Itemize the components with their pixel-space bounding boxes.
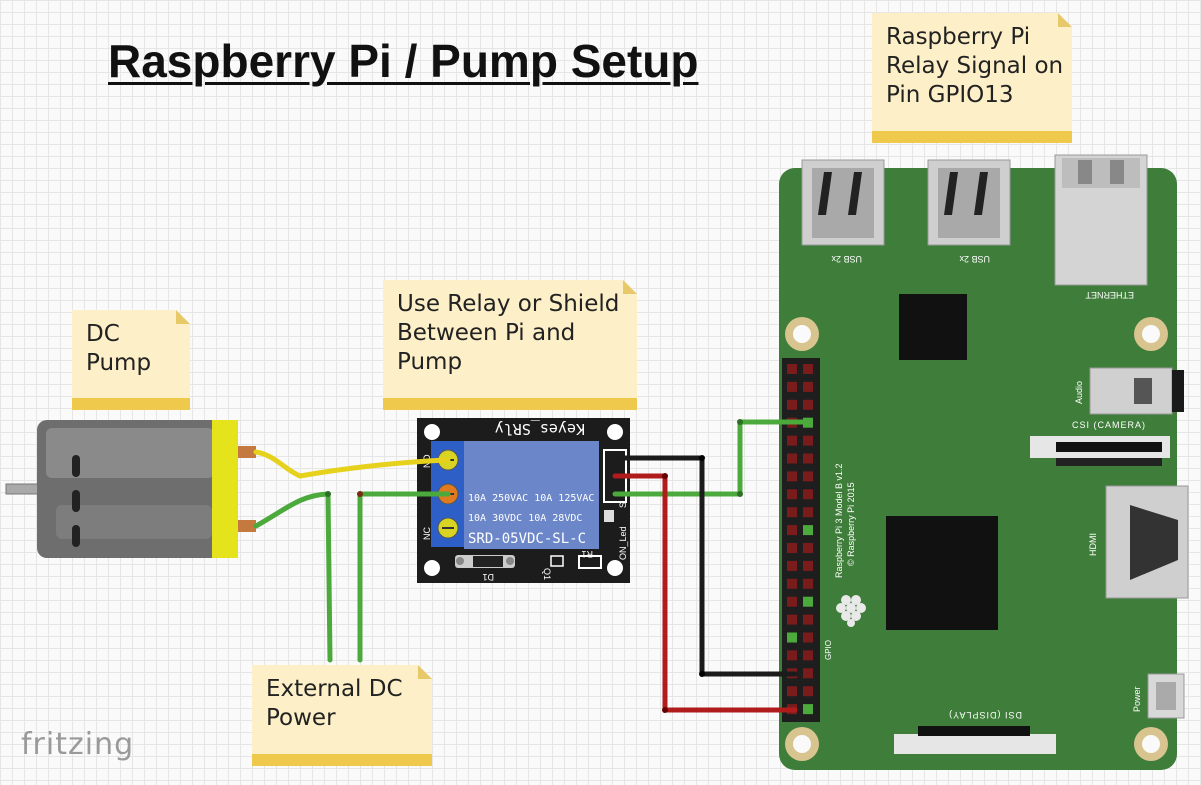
dc-pump-motor: [5, 420, 256, 558]
gpio-pin: [787, 489, 797, 500]
relay-r1-label: R1: [581, 549, 593, 559]
raspberry-pi-board: USB 2x USB 2x ETHERNET Audio: [779, 154, 1189, 770]
gpio-pin: [787, 364, 797, 374]
gpio-pin: [787, 596, 797, 607]
gpio-pin: [803, 686, 813, 697]
gpio-pin: [787, 399, 797, 410]
wire-gnd: [612, 455, 798, 677]
relay-q1-label: Q1: [542, 568, 552, 580]
wire-vcc: [612, 473, 798, 713]
gpio-pin: [803, 399, 813, 410]
hdmi-port: HDMI: [1088, 485, 1189, 599]
relay-model-label: SRD-05VDC-SL-C: [468, 531, 586, 547]
gpio-pin: [803, 650, 813, 661]
gpio-pin: [803, 578, 813, 589]
gpio-pin: [787, 381, 797, 392]
relay-led-label: ON_Led: [618, 526, 628, 560]
pi-small-chip: [899, 294, 967, 360]
hdmi-label: HDMI: [1088, 533, 1098, 556]
usb-port-2: USB 2x: [927, 159, 1011, 264]
gpio-label: GPIO: [824, 640, 833, 660]
gpio-pin: [803, 364, 813, 374]
ethernet-port: ETHERNET: [1054, 154, 1148, 300]
gpio-pin: [803, 704, 813, 715]
csi-camera-connector: CSI (CAMERA): [1030, 420, 1170, 466]
relay-d1-label: D1: [482, 572, 494, 582]
gpio-pin: [787, 560, 797, 571]
dsi-label: DSI (DISPLAY): [948, 710, 1022, 720]
gpio-pin: [787, 543, 797, 553]
ethernet-label: ETHERNET: [1085, 290, 1134, 300]
gpio-pin: [787, 525, 797, 536]
relay-s-label: S: [618, 502, 628, 508]
gpio-pin: [787, 686, 797, 697]
gpio-pin: [787, 578, 797, 589]
pi-model-label: Raspberry Pi 3 Model B v1.2: [834, 463, 844, 578]
wire-joints: [325, 419, 743, 713]
gpio-header: [782, 358, 820, 722]
gpio-pin: [787, 453, 797, 464]
gpio-pin: [803, 435, 813, 446]
gpio-pin: [803, 596, 813, 607]
gpio-pin: [803, 668, 813, 679]
gpio-pin: [803, 471, 813, 482]
note-relay-text: Use Relay or Shield Between Pi and Pump: [397, 291, 620, 375]
gpio-pin: [787, 614, 797, 625]
wire-motor-to-power: [253, 491, 333, 663]
gpio-pin: [787, 650, 797, 661]
gpio-pin: [803, 489, 813, 500]
note-pi-signal-text: Raspberry Pi Relay Signal on Pin GPIO13: [886, 24, 1064, 108]
diagram-title: Raspberry Pi / Pump Setup: [108, 35, 699, 87]
gpio-pin: [803, 543, 813, 553]
note-relay: Use Relay or Shield Between Pi and Pump: [383, 280, 637, 410]
gpio-pin: [803, 560, 813, 571]
gpio-pin: [787, 435, 797, 446]
relay-nc-label: NC: [422, 527, 432, 540]
relay-rating-1: 10A 250VAC 10A 125VAC: [468, 493, 594, 504]
note-pump-text: DC Pump: [86, 321, 152, 376]
gpio-pin: [803, 614, 813, 625]
relay-rating-2: 10A 30VDC 10A 28VDC: [468, 513, 582, 524]
relay-board: Keyes_SRly 10A 250VAC 10A 125VAC 10A 30V…: [417, 418, 630, 583]
usb-label-2: USB 2x: [959, 254, 990, 264]
power-port: Power: [1132, 673, 1185, 719]
gpio-pin: [787, 632, 797, 643]
power-label: Power: [1132, 686, 1142, 712]
gpio-pin: [803, 507, 813, 518]
pi-copyright-label: © Raspberry Pi 2015: [846, 482, 856, 566]
dsi-display-connector: DSI (DISPLAY): [894, 710, 1056, 754]
relay-brand-label: Keyes_SRly: [495, 420, 585, 438]
gpio-pin: [803, 381, 813, 392]
gpio-pin: [803, 453, 813, 464]
audio-label: Audio: [1074, 381, 1084, 404]
wire-motor-to-no: [253, 449, 451, 479]
usb-port-1: USB 2x: [801, 159, 885, 264]
gpio-pin: [803, 632, 813, 643]
gpio-pin: [803, 525, 813, 536]
usb-label-1: USB 2x: [831, 254, 862, 264]
gpio-pins: [787, 364, 813, 715]
gpio-pin: [787, 507, 797, 518]
pi-cpu-chip: [886, 516, 998, 630]
wires: [253, 419, 811, 713]
audio-jack: Audio: [1074, 367, 1184, 415]
note-power: External DC Power: [252, 665, 432, 766]
gpio-pin: [787, 471, 797, 482]
note-power-text: External DC Power: [266, 676, 403, 731]
note-pi-signal: Raspberry Pi Relay Signal on Pin GPIO13: [872, 13, 1072, 143]
csi-label: CSI (CAMERA): [1072, 420, 1146, 430]
raspberry-logo-icon: [836, 595, 866, 627]
wire-signal-gpio13: [612, 419, 811, 497]
fritzing-watermark: fritzing: [21, 727, 135, 762]
note-pump: DC Pump: [72, 310, 190, 410]
